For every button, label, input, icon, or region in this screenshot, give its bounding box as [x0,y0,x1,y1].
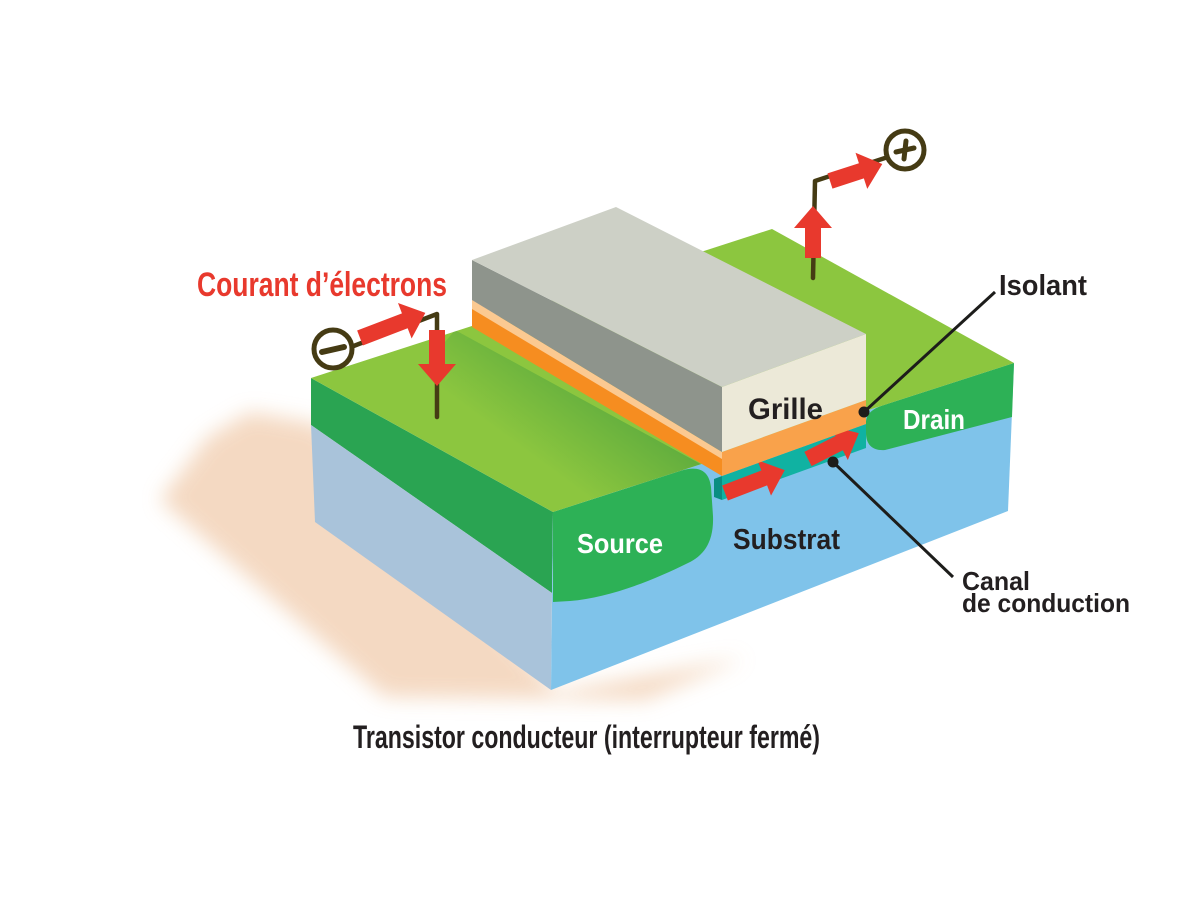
channel-label-line2: de conduction [962,588,1130,618]
wire-arrow-up-icon [794,206,832,258]
insulator-highlight [472,300,722,459]
diagram-title: Transistor conducteur (interrupteur ferm… [353,719,820,755]
leader-line-channel [831,460,955,579]
channel-side-face [714,476,722,500]
source-region-band [553,468,714,602]
leader-dot-channel [827,456,839,468]
leader-dot-insulator [858,406,870,418]
insulator-front-face [722,400,866,476]
source-label: Source [577,528,663,559]
minus-icon [319,344,347,355]
gate-label: Grille [748,393,823,426]
gate-front-face [722,334,866,452]
substrate-left-green-band [311,378,553,593]
drain-region-band [866,363,1014,451]
insulator-label: Isolant [999,270,1087,302]
wire-arrow-right-icon [357,303,426,346]
channel-label-line1: Canal [962,566,1030,596]
gate-top-face [472,207,866,387]
channel-arrow-left [722,460,785,501]
leader-line-insulator [862,290,997,414]
drop-shadow [160,412,745,700]
wire-arrow-down-icon [418,330,456,386]
gate-shading [420,330,730,512]
substrate-left-face [311,425,552,690]
plus-icon-vertical [901,138,909,162]
substrate-label: Substrat [733,524,840,556]
channel-arrow-right [804,426,859,467]
gate-side-face [472,260,722,452]
wire-arrow-upright-icon [827,152,883,189]
drain-label: Drain [903,404,965,435]
electron-current-label: Courant d’électrons [197,266,447,304]
